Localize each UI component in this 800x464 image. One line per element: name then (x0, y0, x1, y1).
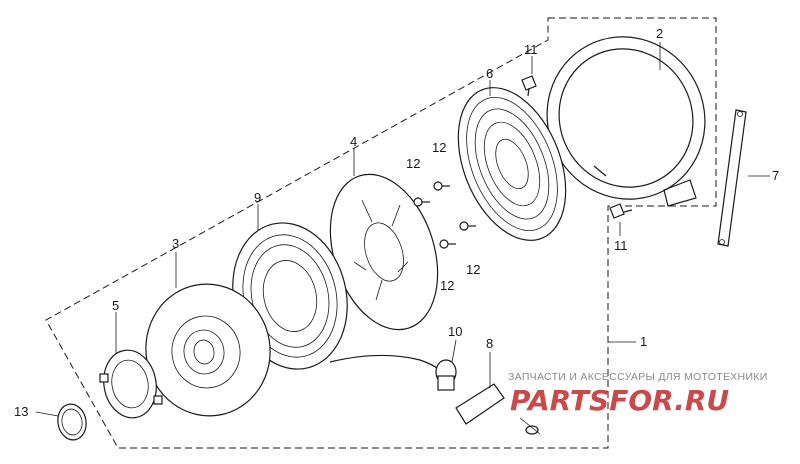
leader-lines (35, 42, 770, 417)
callout-3: 3 (172, 236, 179, 251)
watermark-logo: PARTSFOR.RU (510, 384, 729, 417)
callout-5: 5 (112, 298, 119, 313)
screw-12-b (433, 181, 450, 191)
watermark-caption: ЗАПЧАСТИ И АКСЕССУАРЫ ДЛЯ МОТОТЕХНИКИ (508, 371, 768, 383)
screw-12-c (459, 221, 476, 231)
callout-7: 7 (772, 168, 779, 183)
callout-2: 2 (656, 26, 663, 41)
callout-9: 9 (254, 190, 261, 205)
callout-1: 1 (640, 334, 647, 349)
part-8-starter-handle (455, 383, 541, 435)
callout-12-b: 12 (432, 140, 446, 155)
bolt-11-bottom (609, 203, 633, 219)
part-10-grommet (435, 359, 457, 391)
part-4-drive-plate (329, 173, 439, 331)
watermark: ЗАПЧАСТИ И АКСЕССУАРЫ ДЛЯ МОТОТЕХНИКИ PA… (508, 371, 768, 417)
callout-4: 4 (350, 134, 357, 149)
part-6-spring-reel (457, 87, 567, 241)
callout-11-bottom: 11 (614, 238, 628, 253)
callout-8: 8 (486, 336, 493, 351)
callout-12-d: 12 (440, 278, 454, 293)
screw-12-a (413, 197, 430, 207)
starter-rope (329, 354, 441, 371)
part-7-stay-bar (717, 109, 747, 247)
callout-6: 6 (486, 66, 493, 81)
screw-12-d (439, 239, 456, 249)
callout-11-top: 11 (524, 42, 538, 57)
callout-labels: 1 2 3 4 5 6 7 8 9 10 11 11 12 12 12 12 1… (14, 26, 779, 419)
callout-12-a: 12 (406, 156, 420, 171)
part-13-circlip (57, 403, 87, 441)
assembly-outline (45, 17, 717, 449)
bolt-11-top (521, 75, 537, 97)
callout-10: 10 (448, 324, 462, 339)
part-5-ratchet-guide (99, 349, 163, 419)
callout-12-c: 12 (466, 262, 480, 277)
callout-13: 13 (14, 404, 28, 419)
